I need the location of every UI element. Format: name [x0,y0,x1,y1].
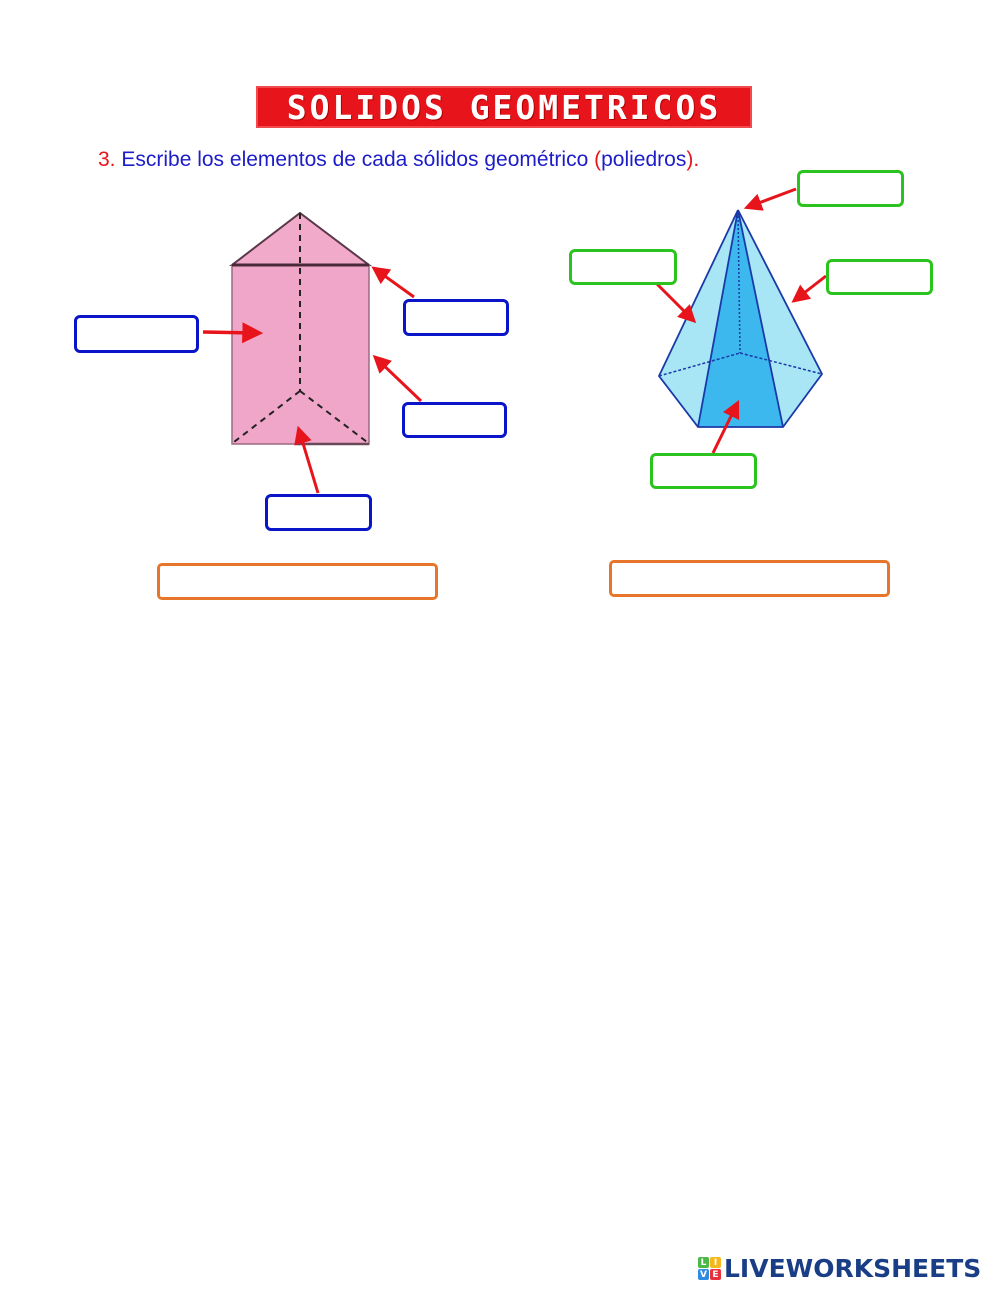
prism-hidden-left-edge [233,390,301,443]
pyramid-left-face [659,210,738,427]
arrow-pyramid-lateral-face [655,282,697,324]
prism-face-input[interactable] [74,315,199,353]
triangular-prism-figure [202,211,423,494]
instruction-text: 3. Escribe los elementos de cada sólidos… [98,148,699,172]
live-cell-v: V [698,1269,709,1280]
arrow-pyramid-edge [791,274,827,303]
pyramid-front-face [698,210,783,427]
pyramid-lateral-face-input[interactable] [569,249,677,285]
pyramid-name-input[interactable] [609,560,890,597]
pyramid-outline [657,209,824,428]
arrow-prism-vertex [371,266,415,299]
arrow-prism-base [294,425,320,494]
liveworksheets-logo: L I V E LIVEWORKSHEETS [698,1256,981,1281]
live-cell-e: E [710,1269,721,1280]
arrow-prism-face [202,322,264,344]
arrow-pyramid-base [711,399,740,454]
arrow-pyramid-apex [743,187,797,211]
pyramid-hidden-axis [737,211,741,354]
live-cube-icon: L I V E [698,1257,721,1280]
page-title: SOLIDOS GEOMETRICOS [286,87,722,127]
question-number: 3. [98,148,116,171]
arrow-prism-edge [372,354,423,403]
live-cell-l: L [698,1257,709,1268]
pyramid-edge-input[interactable] [826,259,933,295]
paren-open: ( [594,148,602,171]
prism-name-input[interactable] [157,563,438,600]
prism-vertex-input[interactable] [403,299,509,336]
prism-hidden-right-edge [299,390,368,443]
prism-edge-input[interactable] [402,402,507,438]
pyramid-front-right-edge [737,209,784,428]
pyramid-hidden-base-right [739,352,823,375]
pyramid-right-face [738,210,822,427]
instruction-body: Escribe los elementos de cada sólidos ge… [115,148,595,171]
pyramid-base-input[interactable] [650,453,757,489]
title-banner: SOLIDOS GEOMETRICOS [258,88,750,126]
pyramid-front-left-edge [697,209,739,428]
instruction-keyword: poliedros [601,148,687,171]
pentagonal-pyramid-figure [655,187,827,454]
pyramid-apex-input[interactable] [797,170,904,207]
brand-name: LIVEWORKSHEETS [724,1254,982,1283]
paren-close: ). [686,148,700,171]
pyramid-hidden-base-left [658,352,741,377]
live-cell-i: I [710,1257,721,1268]
prism-base-input[interactable] [265,494,372,531]
